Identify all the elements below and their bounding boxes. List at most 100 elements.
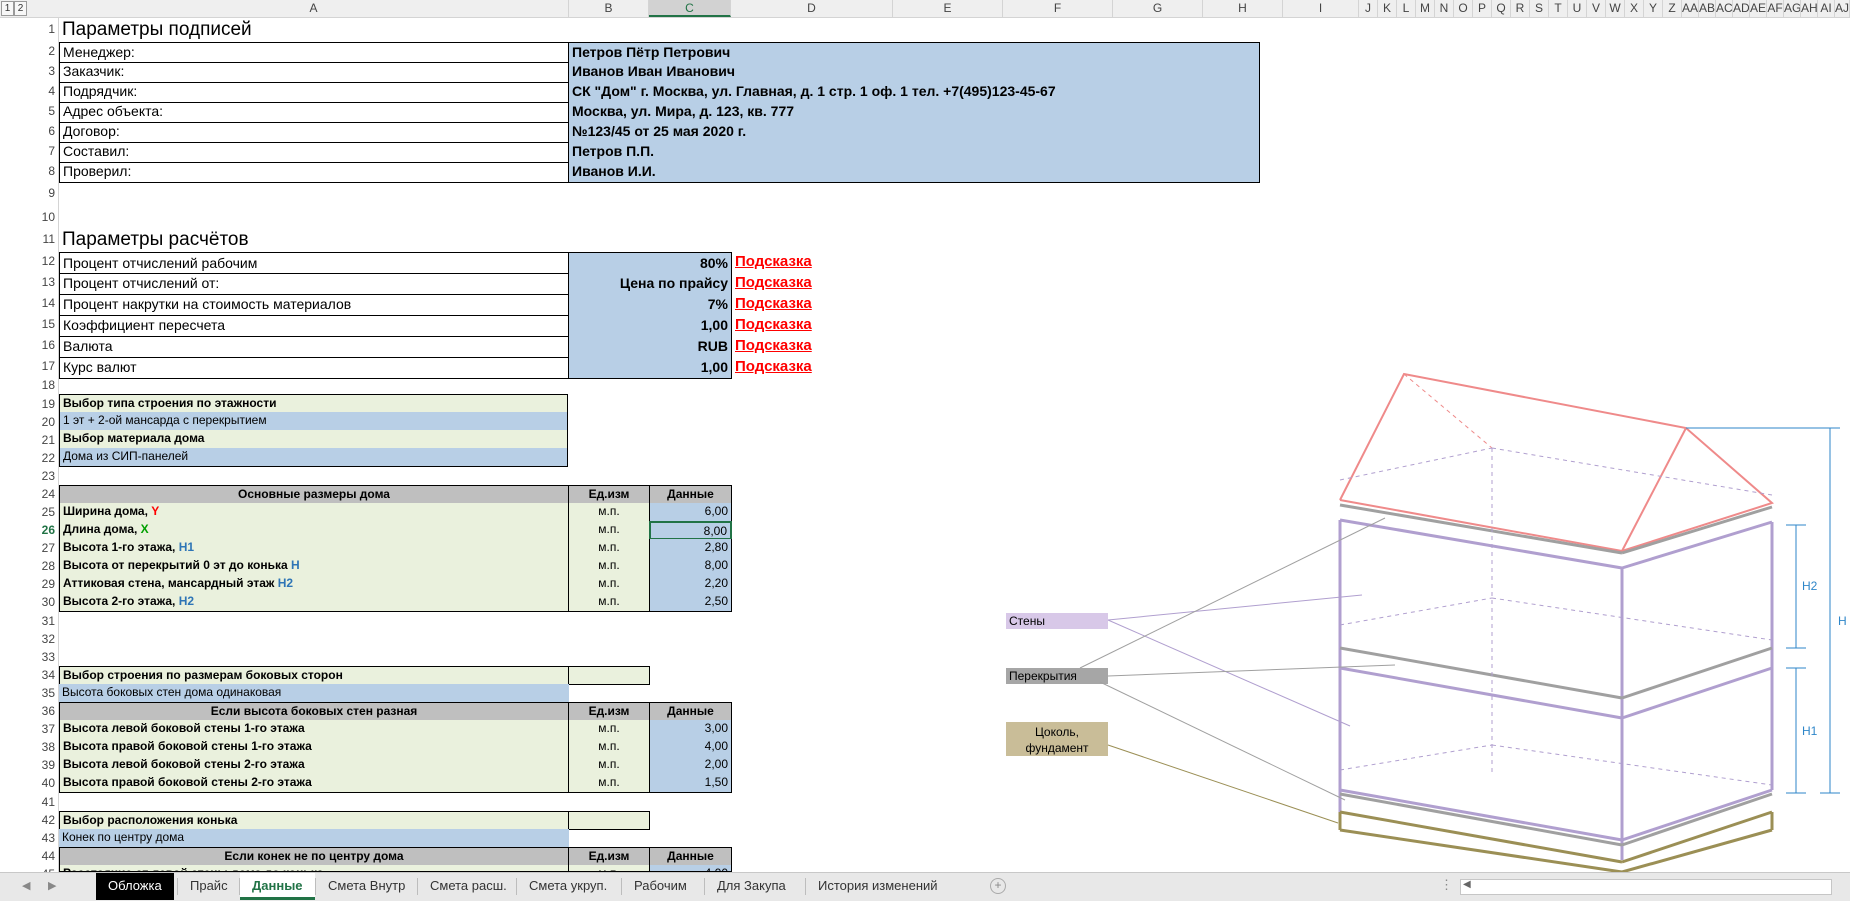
column-header-ae[interactable]: AE: [1750, 0, 1767, 17]
column-header-ab[interactable]: AB: [1699, 0, 1716, 17]
hint-link[interactable]: Подсказка: [735, 316, 812, 333]
row-header-17[interactable]: 17: [41, 359, 55, 373]
column-header-k[interactable]: K: [1378, 0, 1397, 17]
row-header-45[interactable]: 45: [30, 865, 58, 872]
row-header-18[interactable]: 18: [41, 378, 55, 392]
row-header-42[interactable]: 42: [41, 813, 55, 827]
row-header-33[interactable]: 33: [41, 650, 55, 664]
row-header-38[interactable]: 38: [41, 740, 55, 754]
row-header-2[interactable]: 2: [48, 44, 55, 58]
row-header-25[interactable]: 25: [41, 505, 55, 519]
ridge-select-dropdown[interactable]: Конек по центру дома: [59, 829, 569, 848]
column-header-h[interactable]: H: [1203, 0, 1283, 17]
tab-scroll-left-icon[interactable]: ◀: [22, 880, 31, 892]
row-header-16[interactable]: 16: [41, 338, 55, 352]
row-header-31[interactable]: 31: [41, 614, 55, 628]
sides-select-dropdown[interactable]: Высота боковых стен дома одинаковая: [59, 684, 569, 703]
column-header-r[interactable]: R: [1511, 0, 1530, 17]
sheet-tab[interactable]: История изменений: [818, 878, 938, 893]
row-header-6[interactable]: 6: [48, 124, 55, 138]
hint-link[interactable]: Подсказка: [735, 337, 812, 354]
row-header-43[interactable]: 43: [41, 831, 55, 845]
row-header-20[interactable]: 20: [41, 415, 55, 429]
row-header-35[interactable]: 35: [41, 686, 55, 700]
column-header-x[interactable]: X: [1625, 0, 1644, 17]
column-header-ai[interactable]: AI: [1818, 0, 1835, 17]
row-header-44[interactable]: 44: [41, 849, 55, 863]
row-header-13[interactable]: 13: [41, 275, 55, 289]
horizontal-scrollbar[interactable]: ◀: [1460, 879, 1832, 895]
row-header-8[interactable]: 8: [48, 164, 55, 178]
column-header-d[interactable]: D: [731, 0, 893, 17]
column-header-g[interactable]: G: [1113, 0, 1203, 17]
row-header-14[interactable]: 14: [41, 296, 55, 310]
column-header-n[interactable]: N: [1435, 0, 1454, 17]
row-header-39[interactable]: 39: [41, 758, 55, 772]
column-header-s[interactable]: S: [1530, 0, 1549, 17]
column-header-l[interactable]: L: [1397, 0, 1416, 17]
row-header-40[interactable]: 40: [41, 776, 55, 790]
hint-link[interactable]: Подсказка: [735, 274, 812, 291]
outline-level-2-button[interactable]: 2: [14, 1, 27, 16]
column-header-m[interactable]: M: [1416, 0, 1435, 17]
row-header-28[interactable]: 28: [41, 559, 55, 573]
row-header-24[interactable]: 24: [41, 487, 55, 501]
dims-row-value-field[interactable]: 2,80: [649, 539, 732, 558]
hint-link[interactable]: Подсказка: [735, 253, 812, 270]
row-header-3[interactable]: 3: [48, 64, 55, 78]
column-header-i[interactable]: I: [1283, 0, 1359, 17]
column-header-af[interactable]: AF: [1767, 0, 1784, 17]
column-header-y[interactable]: Y: [1644, 0, 1663, 17]
column-header-w[interactable]: W: [1606, 0, 1625, 17]
row-header-26[interactable]: 26: [41, 523, 55, 537]
column-header-a[interactable]: A: [59, 0, 569, 17]
row-header-27[interactable]: 27: [41, 541, 55, 555]
column-header-z[interactable]: Z: [1663, 0, 1682, 17]
row-header-7[interactable]: 7: [48, 144, 55, 158]
signature-value-field[interactable]: СК "Дом" г. Москва, ул. Главная, д. 1 ст…: [568, 82, 1260, 103]
column-header-q[interactable]: Q: [1492, 0, 1511, 17]
material-select-dropdown[interactable]: Дома из СИП-панелей: [59, 448, 568, 467]
row-header-11[interactable]: 11: [42, 232, 55, 246]
column-header-u[interactable]: U: [1568, 0, 1587, 17]
sheet-tab[interactable]: Данные: [240, 873, 315, 900]
calc-param-value-field[interactable]: Цена по прайсу: [568, 273, 732, 295]
sheet-tab[interactable]: Прайс: [190, 878, 228, 893]
row-header-12[interactable]: 12: [41, 254, 55, 268]
tab-splitter-icon[interactable]: ⋮: [1440, 877, 1453, 892]
row-header-36[interactable]: 36: [41, 704, 55, 718]
scroll-left-arrow-icon[interactable]: ◀: [1463, 879, 1471, 890]
row-header-23[interactable]: 23: [41, 469, 55, 483]
row-header-9[interactable]: 9: [48, 186, 55, 200]
row-header-29[interactable]: 29: [41, 577, 55, 591]
column-header-ad[interactable]: AD: [1733, 0, 1750, 17]
row-header-5[interactable]: 5: [48, 104, 55, 118]
sheet-tab[interactable]: Для Закупа: [717, 878, 786, 893]
row-header-41[interactable]: 41: [41, 795, 55, 809]
row-header-15[interactable]: 15: [41, 317, 55, 331]
column-header-j[interactable]: J: [1359, 0, 1378, 17]
sheet-tab[interactable]: Обложка: [96, 873, 174, 900]
column-header-o[interactable]: O: [1454, 0, 1473, 17]
sheet-tab[interactable]: Смета укруп.: [529, 878, 608, 893]
sheet-tab[interactable]: Смета расш.: [430, 878, 507, 893]
row-header-34[interactable]: 34: [41, 668, 55, 682]
row-header-10[interactable]: 10: [41, 210, 55, 224]
tab-scroll-right-icon[interactable]: ▶: [48, 880, 57, 892]
row-header-1[interactable]: 1: [48, 22, 55, 36]
row-header-22[interactable]: 22: [41, 451, 55, 465]
add-sheet-button[interactable]: +: [990, 878, 1006, 894]
sheet-tab[interactable]: Рабочим: [634, 878, 687, 893]
sheet-tab[interactable]: Смета Внутр: [328, 878, 406, 893]
outline-level-1-button[interactable]: 1: [1, 1, 14, 16]
row-header-21[interactable]: 21: [41, 433, 55, 447]
column-header-c[interactable]: C: [649, 0, 731, 17]
column-header-ac[interactable]: AC: [1716, 0, 1733, 17]
column-header-ah[interactable]: AH: [1801, 0, 1818, 17]
row-header-32[interactable]: 32: [41, 632, 55, 646]
row-header-4[interactable]: 4: [48, 84, 55, 98]
column-header-t[interactable]: T: [1549, 0, 1568, 17]
hint-link[interactable]: Подсказка: [735, 358, 812, 375]
sides-row-value-field[interactable]: 2,00: [649, 756, 732, 775]
column-header-b[interactable]: B: [569, 0, 649, 17]
